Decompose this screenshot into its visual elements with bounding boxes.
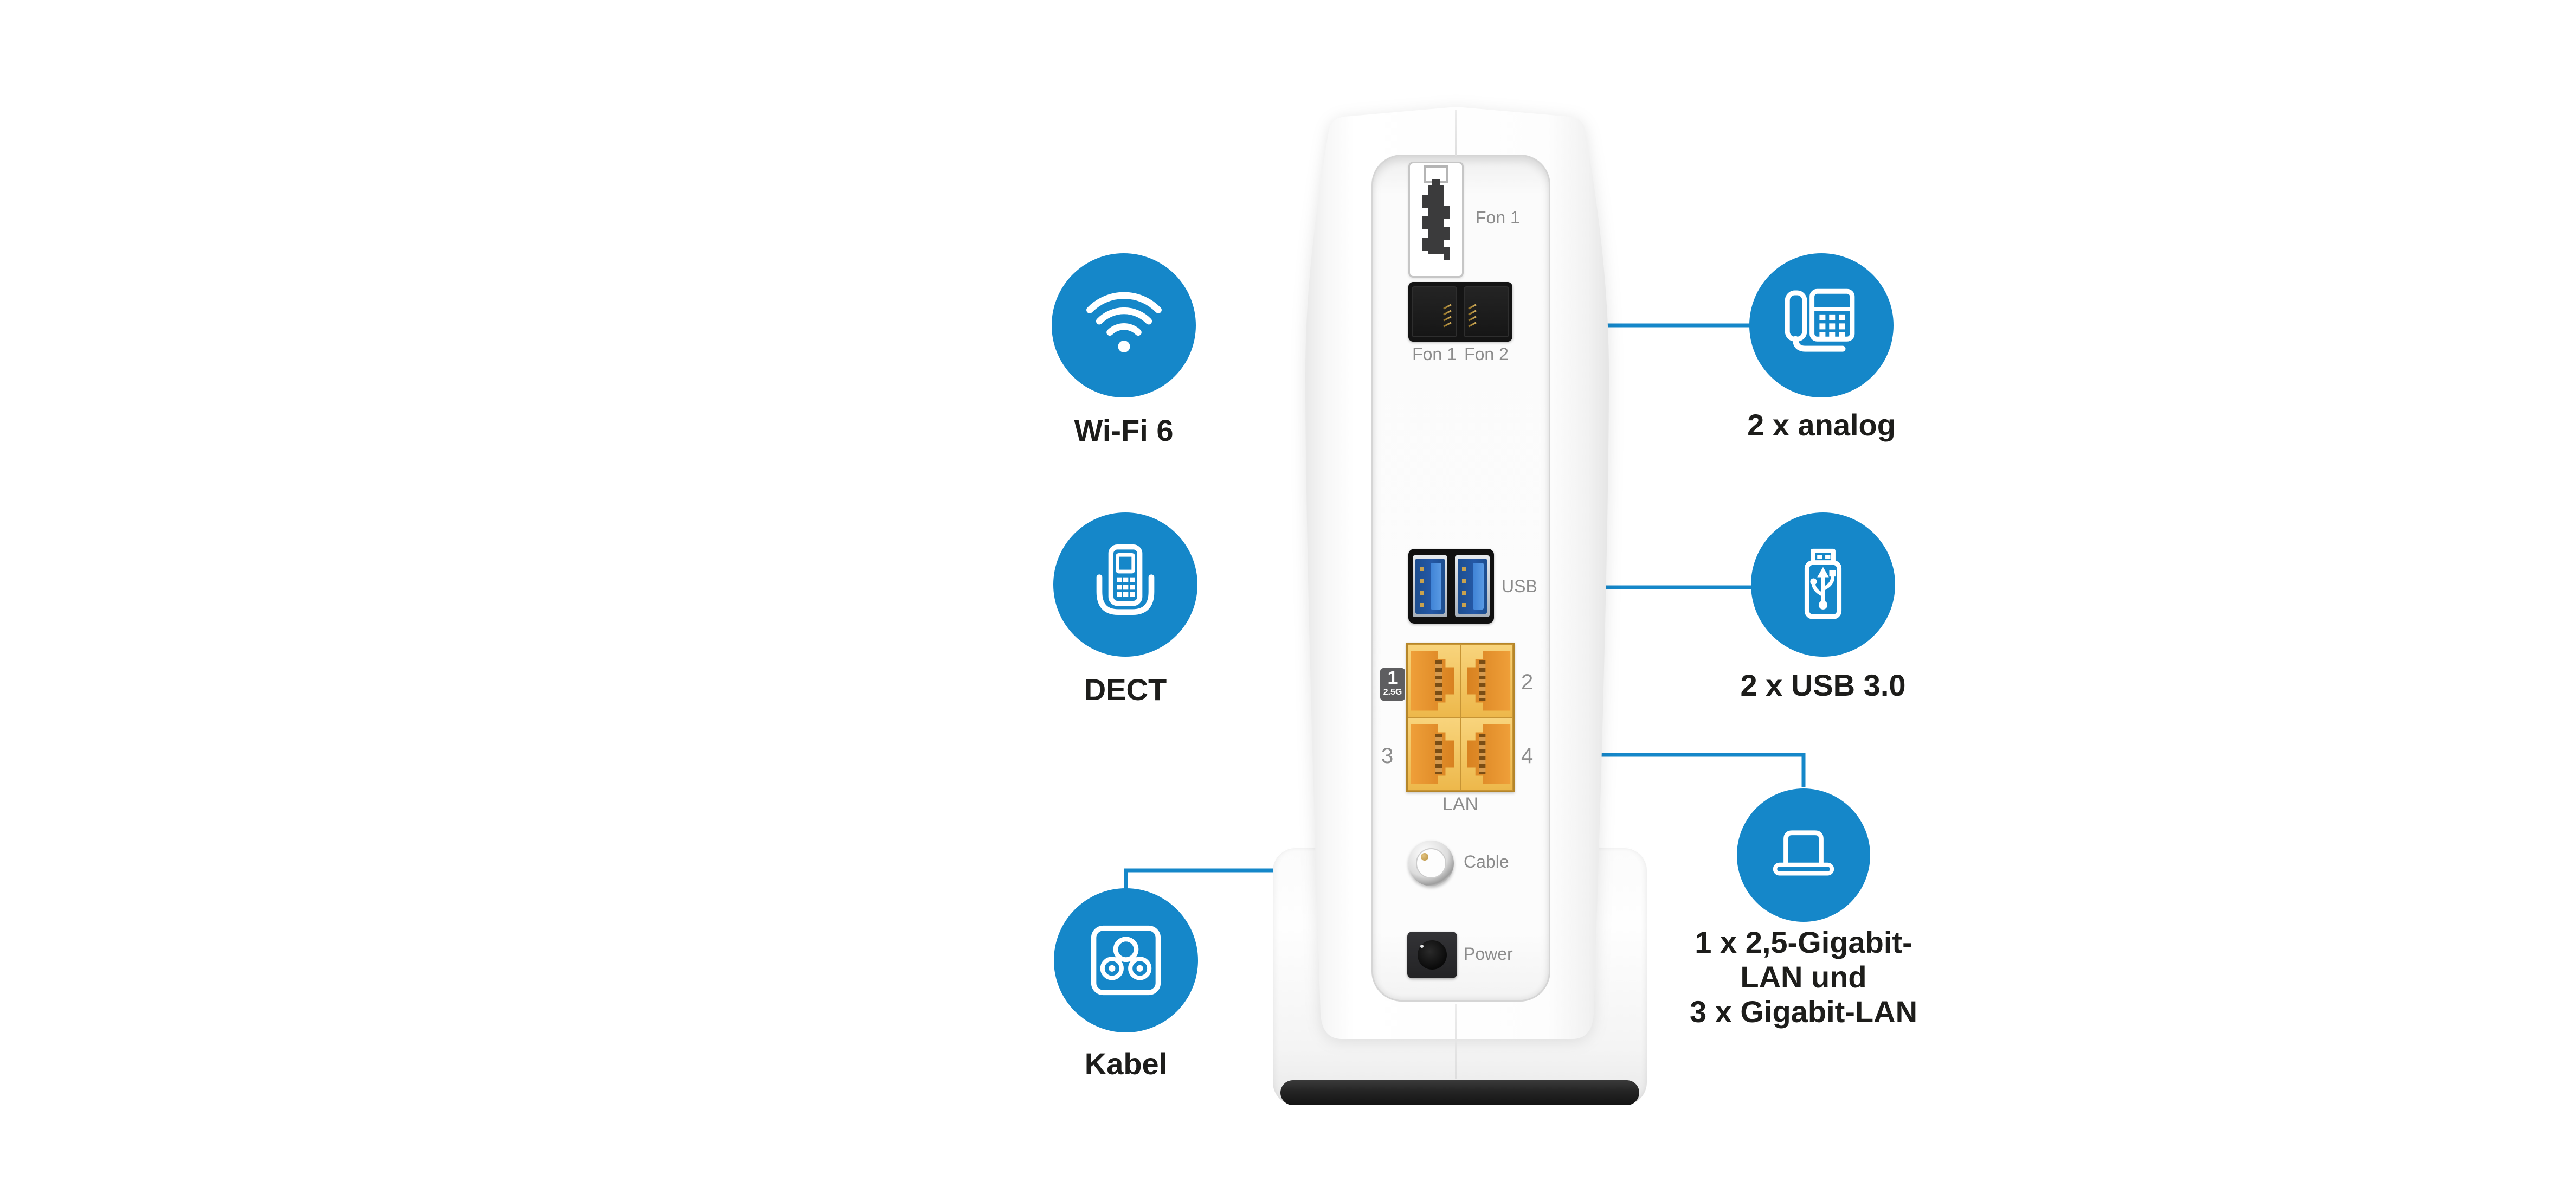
usb-ports-label: USB — [1502, 576, 1537, 596]
cable-socket-icon — [1091, 925, 1161, 996]
tae-fon1-label: Fon 1 — [1476, 208, 1520, 227]
dect-callout-label: DECT — [1084, 672, 1167, 707]
lan-callout-line-2: LAN und — [1740, 960, 1867, 994]
tae-fon1-port — [1408, 162, 1464, 278]
lan-callout-line-3: 3 x Gigabit-LAN — [1689, 995, 1918, 1029]
usb-callout-circle — [1751, 512, 1895, 657]
router-top-seam — [1455, 110, 1457, 156]
lan-callout-label: 1 x 2,5-Gigabit- LAN und 3 x Gigabit-LAN — [1652, 925, 1955, 1029]
lan-port-3 — [1408, 717, 1460, 791]
router-stand-strip — [1280, 1080, 1639, 1105]
power-port — [1407, 932, 1457, 978]
lan-group-label: LAN — [1442, 794, 1479, 814]
connector-line-lan — [1567, 753, 1806, 787]
router-bottom-seam — [1455, 1004, 1457, 1079]
lan-port-1 — [1408, 644, 1460, 717]
fon-rj11-ports — [1408, 282, 1512, 342]
lan-port-4 — [1460, 717, 1513, 791]
laptop-icon — [1773, 830, 1834, 876]
usb-stick-icon — [1804, 548, 1842, 619]
lan-callout-line-1: 1 x 2,5-Gigabit- — [1695, 925, 1912, 959]
dect-callout-circle — [1053, 512, 1197, 657]
tae-plug-icon — [1422, 165, 1450, 260]
fon2-rj11-port — [1464, 286, 1509, 337]
lan-port2-number: 2 — [1521, 670, 1534, 694]
wifi-icon — [1086, 292, 1162, 352]
desk-phone-icon — [1785, 288, 1854, 352]
cable-coax-port — [1408, 841, 1454, 886]
lan-port1-number: 1 — [1387, 668, 1398, 688]
usb-port-2 — [1455, 555, 1490, 617]
fon2-port-label: Fon 2 — [1464, 344, 1509, 364]
analog-callout-label: 2 x analog — [1747, 408, 1896, 442]
kabel-callout-circle — [1054, 888, 1198, 1032]
wifi-callout-label: Wi-Fi 6 — [1074, 413, 1174, 447]
wifi-callout-circle — [1052, 253, 1196, 397]
usb-port-1 — [1413, 555, 1447, 617]
cable-port-label: Cable — [1464, 852, 1509, 871]
fon1-pins — [1443, 302, 1453, 330]
lan-ports — [1406, 643, 1515, 792]
fon1-rj11-port — [1412, 286, 1457, 337]
lan-callout-circle — [1737, 788, 1870, 922]
kabel-callout-label: Kabel — [1084, 1047, 1168, 1081]
usb-ports — [1408, 549, 1494, 624]
connector-line-kabel — [1124, 868, 1306, 890]
usb-callout-label: 2 x USB 3.0 — [1740, 668, 1906, 702]
fon1-port-label: Fon 1 — [1412, 344, 1457, 364]
lan-port4-number: 4 — [1521, 744, 1534, 768]
lan-port1-speed: 2.5G — [1383, 688, 1402, 697]
lan-port-2 — [1460, 644, 1513, 717]
analog-callout-circle — [1749, 253, 1894, 397]
power-port-label: Power — [1464, 944, 1513, 964]
dect-handset-icon — [1096, 544, 1155, 615]
lan-port3-number: 3 — [1381, 744, 1394, 768]
lan-port1-speed-badge: 1 2.5G — [1380, 668, 1405, 701]
fon2-pins — [1468, 302, 1478, 330]
